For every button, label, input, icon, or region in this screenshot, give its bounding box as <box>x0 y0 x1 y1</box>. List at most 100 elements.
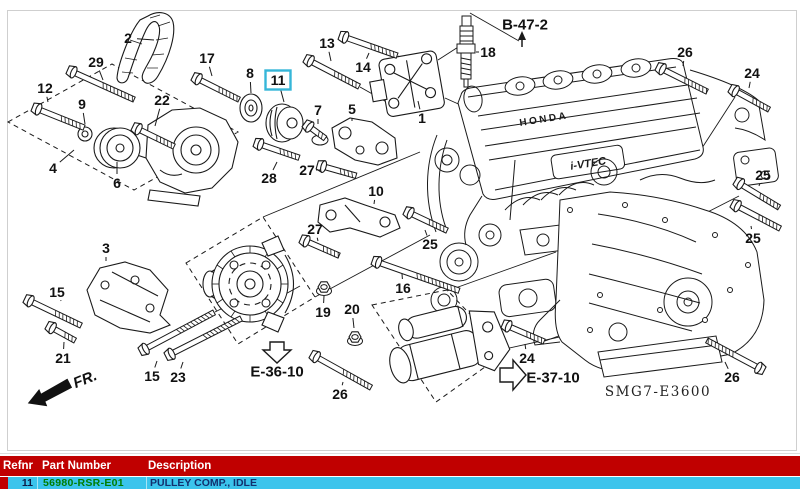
bolts-layer <box>22 30 783 391</box>
bolt-illustration <box>308 349 374 391</box>
part-label-6[interactable]: 6 <box>113 175 121 191</box>
row-selection-marker <box>0 477 8 489</box>
part-label-15[interactable]: 15 <box>144 368 160 384</box>
arrow-up-icon <box>518 31 526 47</box>
part-label-1[interactable]: 1 <box>418 110 426 126</box>
bracket-5-illustration <box>331 117 398 166</box>
fr-label: FR. <box>71 367 100 392</box>
group-box-alternator <box>185 216 316 345</box>
bolt-illustration <box>301 119 328 142</box>
table-header-row: Refnr Part Number Description <box>0 456 800 476</box>
tensioner-illustration <box>93 107 239 207</box>
bolt-illustration <box>732 176 782 211</box>
column-separator <box>37 477 38 489</box>
part-label-9[interactable]: 9 <box>78 96 86 112</box>
part-label-8[interactable]: 8 <box>246 65 254 81</box>
part-label-29[interactable]: 29 <box>88 54 104 70</box>
bolt-illustration <box>130 122 176 150</box>
bolt-illustration <box>65 65 136 103</box>
bolt-illustration <box>654 62 709 95</box>
spark-plug-illustration <box>456 15 476 88</box>
part-label-16[interactable]: 16 <box>395 280 411 296</box>
part-label-27[interactable]: 27 <box>299 162 315 178</box>
part-label-22[interactable]: 22 <box>154 92 170 108</box>
part-label-4[interactable]: 4 <box>49 160 57 176</box>
part-label-28[interactable]: 28 <box>261 170 277 186</box>
bolt-illustration <box>727 83 772 113</box>
part-label-14[interactable]: 14 <box>355 59 371 75</box>
part-labels-layer: 12 9 4 2 29 22 6 17 8 11 28 27 7 5 13 14 1 18 10 27 25 16 19 20… <box>37 30 771 402</box>
ref-link-e-37-10[interactable]: E-37-10 <box>526 370 579 387</box>
leader-lines <box>46 38 761 386</box>
part-label-23[interactable]: 23 <box>170 369 186 385</box>
bolt-illustration <box>298 234 341 259</box>
column-header-part-number[interactable]: Part Number <box>42 460 112 472</box>
part-label-15[interactable]: 15 <box>49 284 65 300</box>
bolt-illustration <box>402 206 449 234</box>
highlighted-part-box <box>264 69 292 91</box>
alternator-illustration <box>202 235 294 333</box>
part-label-11[interactable]: 11 <box>271 72 286 88</box>
arrow-right-hollow-icon <box>499 358 527 392</box>
engine-assembly-illustration: HONDA i-VTEC <box>427 58 779 378</box>
reference-arrows <box>261 31 527 392</box>
bolt-illustration <box>315 160 358 179</box>
cell-refnr: 11 <box>21 477 33 489</box>
part-label-21[interactable]: 21 <box>55 350 71 366</box>
nut-illustration <box>316 281 332 296</box>
bolt-illustration <box>44 320 78 344</box>
ref-link-b-47-2[interactable]: B-47-2 <box>502 17 548 34</box>
part-label-10[interactable]: 10 <box>368 183 384 199</box>
bolt-illustration <box>500 319 546 345</box>
column-header-refnr[interactable]: Refnr <box>3 460 34 472</box>
cell-description: PULLEY COMP., IDLE <box>150 477 257 489</box>
engine-cover-badge-text: i-VTEC <box>569 155 608 173</box>
part-label-19[interactable]: 19 <box>315 304 331 320</box>
column-header-description[interactable]: Description <box>148 460 212 472</box>
part-label-20[interactable]: 20 <box>344 301 360 317</box>
bolt-illustration <box>302 53 362 90</box>
engine-cover-badge: i-VTEC <box>550 144 626 180</box>
drive-belt-illustration <box>116 12 175 84</box>
part-label-24[interactable]: 24 <box>744 65 760 81</box>
front-direction-marker: FR. <box>27 367 100 407</box>
table-row[interactable]: 11 56980-RSR-E01 PULLEY COMP., IDLE <box>0 477 800 489</box>
part-label-18[interactable]: 18 <box>480 44 496 60</box>
part-label-26[interactable]: 26 <box>724 369 740 385</box>
part-label-3[interactable]: 3 <box>102 240 110 256</box>
cell-part-number[interactable]: 56980-RSR-E01 <box>43 477 124 489</box>
idle-pulley-illustration <box>265 103 304 143</box>
part-label-5[interactable]: 5 <box>348 101 356 117</box>
group-box-tensioner <box>6 63 240 191</box>
bolt-illustration <box>163 315 243 361</box>
part-label-7[interactable]: 7 <box>314 102 322 118</box>
arrow-down-hollow-icon <box>261 341 293 364</box>
bolt-illustration <box>729 198 783 232</box>
ref-link-e-36-10[interactable]: E-36-10 <box>250 364 303 381</box>
part-label-26[interactable]: 26 <box>332 386 348 402</box>
starter-illustration <box>389 305 511 384</box>
bolt-illustration <box>252 137 301 161</box>
bolt-illustration <box>337 30 399 59</box>
part-label-2[interactable]: 2 <box>124 30 132 46</box>
part-label-17[interactable]: 17 <box>199 50 215 66</box>
bracket-10-illustration <box>317 197 401 238</box>
bolt-illustration <box>190 72 241 103</box>
part-label-13[interactable]: 13 <box>319 35 335 51</box>
part-label-26[interactable]: 26 <box>677 44 693 60</box>
part-label-24[interactable]: 24 <box>519 350 535 366</box>
washer-9-illustration <box>77 126 93 142</box>
bolt-illustration <box>30 102 86 131</box>
nut-illustration <box>347 331 363 346</box>
bracket-3-illustration <box>86 261 171 334</box>
table-top-divider <box>0 453 800 454</box>
part-label-25[interactable]: 25 <box>745 230 761 246</box>
part-label-27[interactable]: 27 <box>307 221 323 237</box>
collar-8-illustration <box>239 93 263 123</box>
bolt-illustration <box>370 255 461 294</box>
part-label-25[interactable]: 25 <box>422 236 438 252</box>
part-label-25[interactable]: 25 <box>755 167 771 183</box>
bolt-illustration <box>137 309 217 357</box>
diagram-canvas <box>7 10 797 451</box>
part-label-12[interactable]: 12 <box>37 80 53 96</box>
